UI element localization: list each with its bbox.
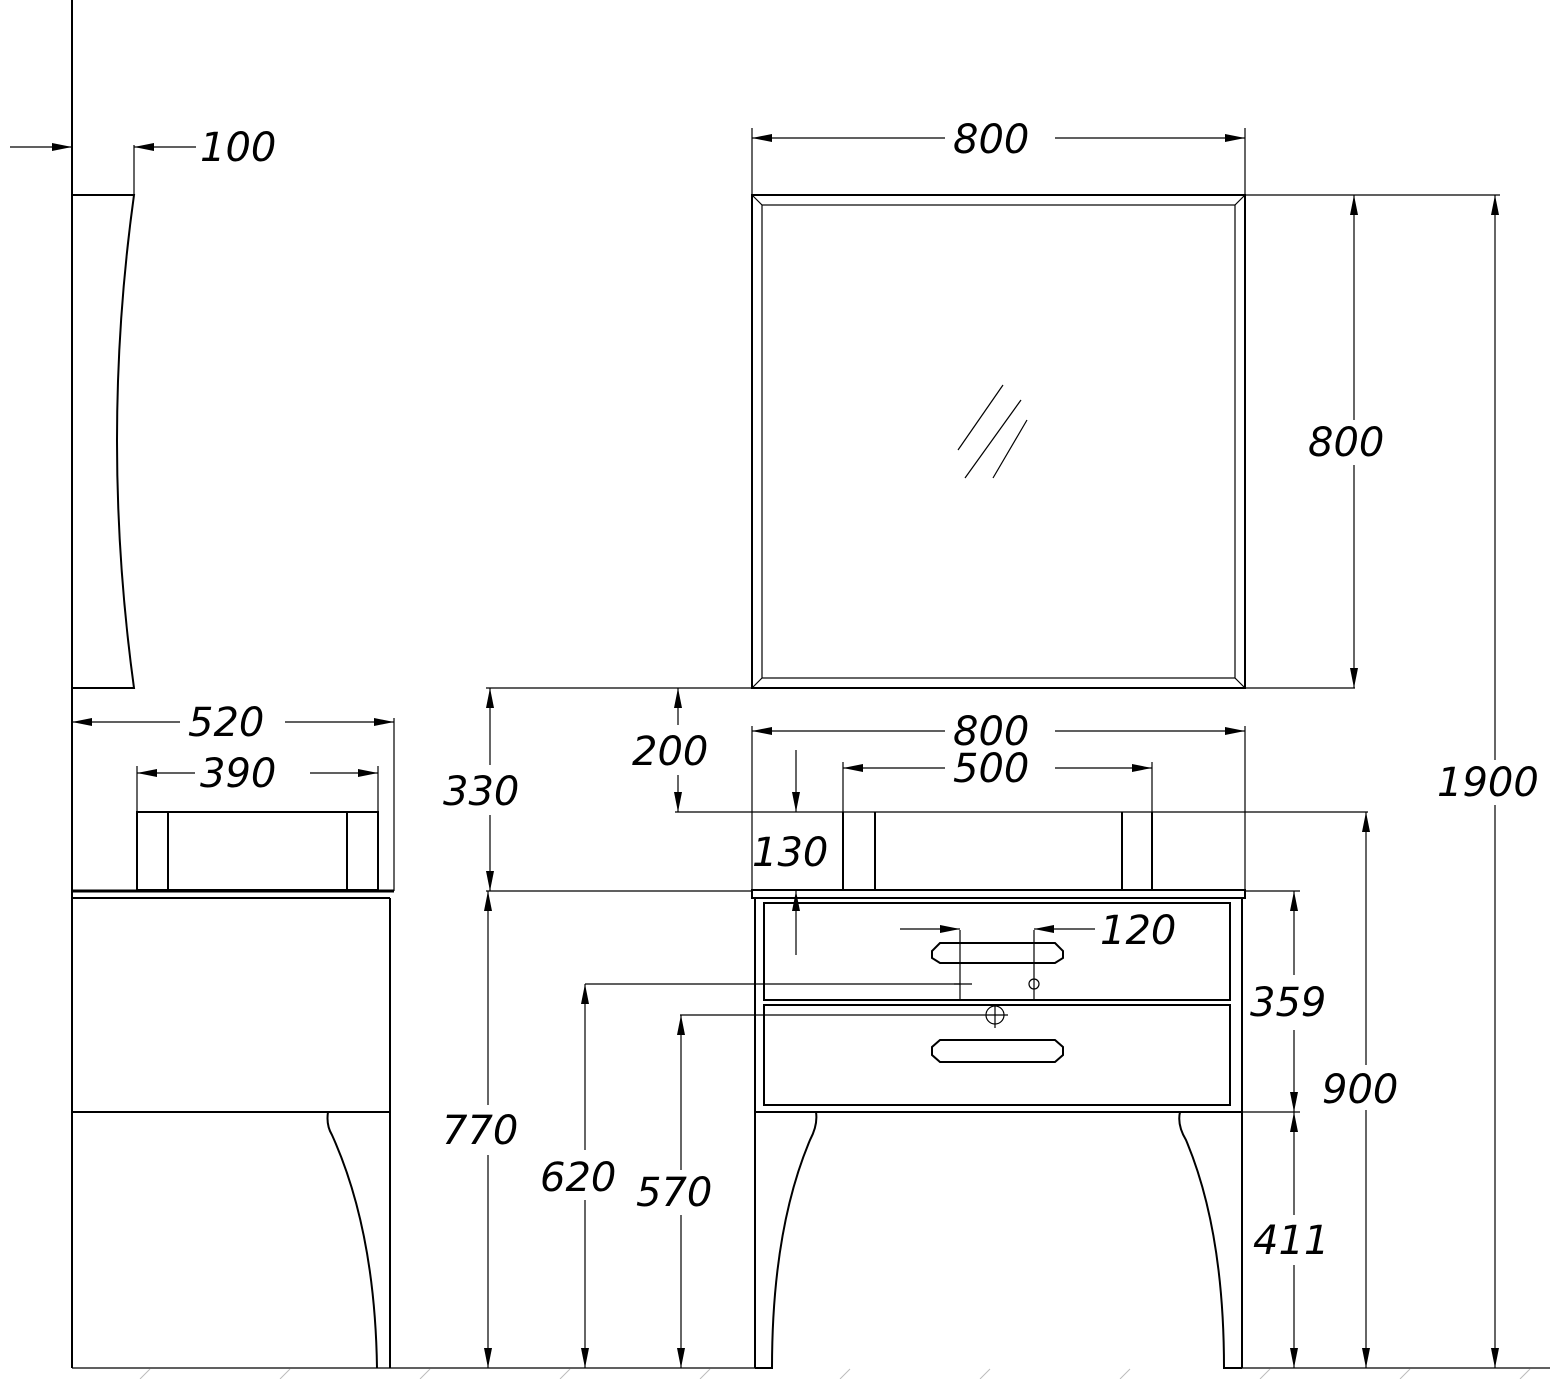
- drawer-lower: [763, 1004, 1231, 1106]
- floor-hatch: [139, 1368, 1531, 1379]
- mirror-frame: [751, 194, 1246, 689]
- dim-gap-mirror-basin: 200: [632, 729, 708, 775]
- dim-mirror-depth: 100: [200, 125, 276, 171]
- dim-basin-width: 500: [953, 746, 1029, 792]
- front-leg-right: [1178, 1111, 1243, 1369]
- dim-handle-spacing: 120: [1100, 908, 1176, 954]
- dim-side-depth: 520: [188, 700, 264, 746]
- front-basin: [675, 811, 1368, 890]
- countertop: [751, 889, 1246, 899]
- dim-leg-height: 411: [1253, 1218, 1329, 1264]
- side-view: [10, 0, 395, 1369]
- dim-basin-rim-height: 900: [1322, 1067, 1398, 1113]
- dimension-labels: 100 800 800 1900 520 390 330 200 800 500…: [188, 117, 1539, 1264]
- front-view: [72, 128, 1550, 1379]
- mirror-glass: [761, 204, 1236, 679]
- dim-gap-mirror-top: 330: [443, 769, 519, 815]
- handle-lower: [931, 1039, 1064, 1063]
- drawer-upper: [763, 902, 1231, 1001]
- dim-top-height: 770: [442, 1108, 518, 1154]
- dim-drawer-height: 359: [1250, 980, 1326, 1026]
- dim-drain-height: 570: [636, 1170, 712, 1216]
- dim-cabinet-width: 800: [953, 709, 1029, 755]
- dim-mirror-width: 800: [953, 117, 1029, 163]
- dim-mirror-height: 800: [1308, 420, 1384, 466]
- side-basin: [136, 811, 379, 891]
- side-mirror-profile: [71, 194, 136, 689]
- cabinet-body: [754, 897, 1243, 1113]
- dim-handle-height: 620: [540, 1155, 616, 1201]
- dim-basin-depth: 390: [200, 751, 276, 797]
- side-leg: [326, 1111, 378, 1369]
- handle-upper: [931, 942, 1064, 964]
- mirror-reflection-marks: [957, 384, 1028, 479]
- dim-total-height: 1900: [1437, 760, 1539, 806]
- front-leg-left: [754, 1111, 818, 1369]
- dim-basin-height: 130: [752, 830, 828, 876]
